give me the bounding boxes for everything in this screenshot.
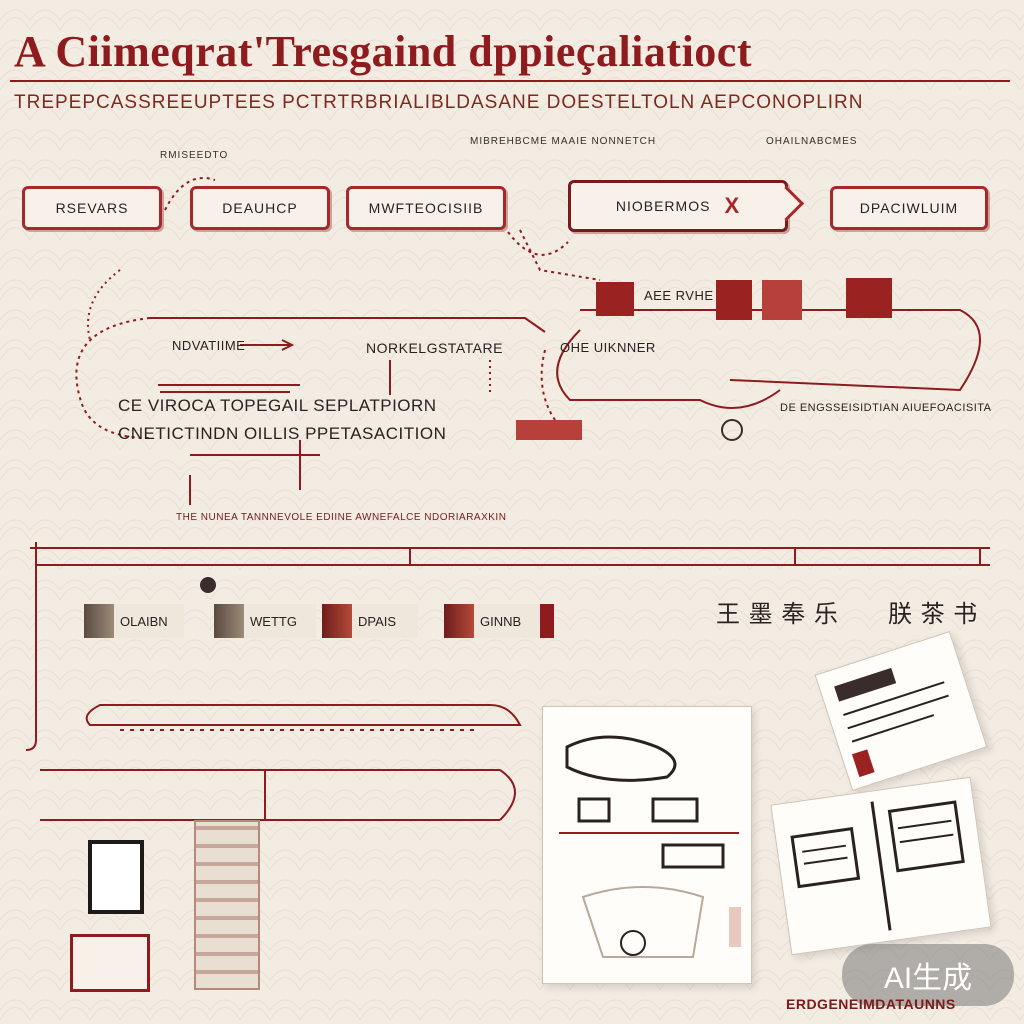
frame-icon xyxy=(88,840,144,914)
tower-icon xyxy=(194,820,260,990)
process-node-4-label: NIOBERMOS xyxy=(615,198,711,214)
page-subtitle: TREPEPCASSREEUPTEES PCTRTRBRIALIBLDASANE… xyxy=(14,92,864,113)
small-label-right: OHAILNABCMES xyxy=(766,136,858,147)
chip-2[interactable]: WETTG xyxy=(214,604,316,638)
chip-1[interactable]: OLAIBN xyxy=(84,604,184,638)
ship-block-3 xyxy=(762,280,802,320)
chip-2-label: WETTG xyxy=(250,613,297,629)
flow-label-e: THE NUNEA TANNNEVOLE EDIINE AWNEFALCE ND… xyxy=(176,512,507,523)
small-label-center: MIBREHBCME MAAIE NONNETCH xyxy=(470,136,657,147)
ship-block-2 xyxy=(716,280,752,320)
process-node-5[interactable]: DPACIWLUIM xyxy=(830,186,988,230)
glyph-row-1: 王 墨 奉 乐 xyxy=(716,600,839,628)
process-node-1[interactable]: RSEVARS xyxy=(22,186,162,230)
chip-3[interactable]: DPAIS xyxy=(322,604,418,638)
title-rule xyxy=(10,80,1010,82)
process-node-1-label: RSEVARS xyxy=(55,200,129,216)
flow-red-mark xyxy=(516,420,582,440)
document-sketch-icon xyxy=(559,735,741,958)
ship-label: AEE RVHE xyxy=(644,288,714,303)
chip-4-bar xyxy=(444,604,474,638)
process-node-4[interactable]: NIOBERMOS X xyxy=(568,180,805,232)
flow-label-d: CNETICTINDN OILLIS PPETASACITION xyxy=(118,424,447,443)
chip-1-label: OLAIBN xyxy=(120,613,168,629)
document-lines-icon xyxy=(834,667,949,778)
process-node-2[interactable]: DEAUHCP xyxy=(190,186,330,230)
footer-label: ERDGENEIMDATAUNNS xyxy=(786,996,956,1012)
ship-sub-label: OHE UIKNNER xyxy=(560,340,656,355)
chip-2-bar xyxy=(214,604,244,638)
ai-generated-watermark: AI生成 xyxy=(842,944,1014,1006)
glyph-row-2: 朕 茶 书 xyxy=(888,600,978,628)
flow-label-b: NORKELGSTATARE xyxy=(366,340,503,356)
ship-block-4 xyxy=(846,278,892,318)
process-node-2-label: DEAUHCP xyxy=(222,200,298,216)
chip-3-bar xyxy=(322,604,352,638)
open-book-icon xyxy=(790,800,965,931)
flow-label-a: NDVATIIME xyxy=(172,338,246,353)
document-card-center xyxy=(542,706,752,984)
chip-3-label: DPAIS xyxy=(358,613,397,629)
x-mark: X xyxy=(724,193,741,218)
chip-4[interactable]: GINNB xyxy=(444,604,554,638)
chip-4-label: GINNB xyxy=(480,613,522,629)
chip-1-bar xyxy=(84,604,114,638)
ship-block-1 xyxy=(596,282,634,316)
flow-right-note: DE ENGSSEISIDTIAN AIUEFOACISITA xyxy=(780,402,992,414)
flow-label-c: CE VIROCA TOPEGAIL SEPLATPIORN xyxy=(118,396,437,415)
small-label-left: RMISEEDTO xyxy=(160,150,229,161)
process-node-3-label: MWFTEOCISIIB xyxy=(368,200,484,216)
document-card-right-back xyxy=(814,631,988,791)
page-title: A Ciimeqrat'Tresgaind dppieçaliatioct xyxy=(14,27,752,76)
process-node-3[interactable]: MWFTEOCISIIB xyxy=(346,186,506,230)
document-card-right-front xyxy=(770,776,992,956)
chip-4-end xyxy=(540,604,554,638)
process-node-5-label: DPACIWLUIM xyxy=(859,200,959,216)
book-stack-icon xyxy=(70,934,150,992)
